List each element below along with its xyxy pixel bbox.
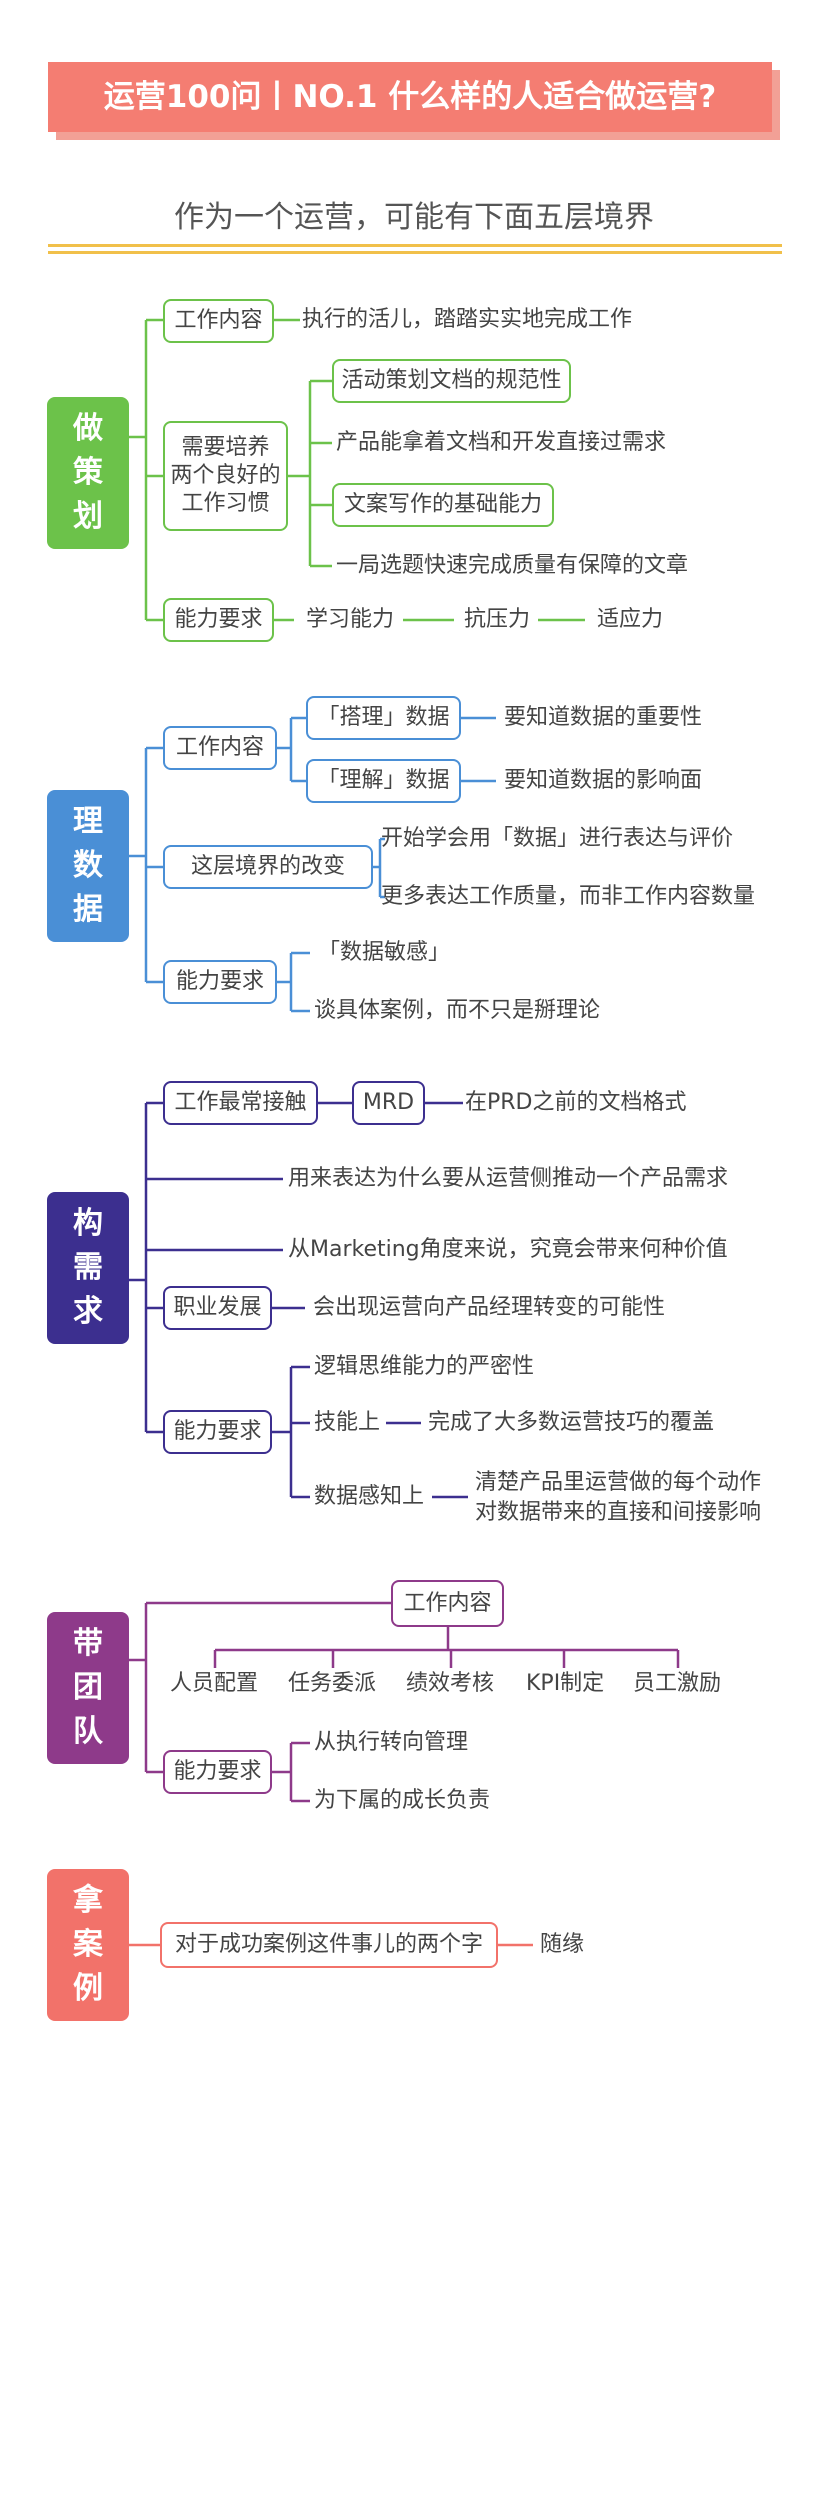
node-case-desc: 随缘 — [540, 1932, 585, 1957]
node-common-contact: 工作最常接触 — [163, 1081, 318, 1125]
badge-char: 构 — [73, 1206, 103, 1241]
badge-char: 策 — [73, 455, 103, 490]
node-habit-copy: 文案写作的基础能力 — [332, 483, 554, 527]
ability-item: 适应力 — [597, 607, 664, 632]
badge-char: 数 — [73, 848, 103, 883]
badge-char: 据 — [73, 892, 103, 927]
change-item: 更多表达工作质量，而非工作内容数量 — [381, 884, 756, 909]
node-career: 职业发展 — [163, 1286, 272, 1330]
ability-item: 抗压力 — [464, 607, 531, 632]
node-data-sense-desc-2: 对数据带来的直接和间接影响 — [475, 1500, 762, 1525]
node-data-attend-desc: 要知道数据的重要性 — [504, 705, 703, 730]
node-data-understand: 「理解」数据 — [306, 759, 461, 803]
habit-line: 工作习惯 — [181, 491, 270, 516]
node-case: 对于成功案例这件事儿的两个字 — [160, 1922, 498, 1968]
node-value: 从Marketing角度来说，究竟会带来何种价值 — [288, 1237, 728, 1262]
work-item: 员工激励 — [633, 1671, 722, 1696]
node-skill-desc: 完成了大多数运营技巧的覆盖 — [428, 1410, 715, 1435]
node-work-content: 工作内容 — [163, 726, 277, 770]
badge-char: 理 — [73, 804, 103, 839]
badge-char: 案 — [73, 1927, 103, 1962]
node-data-attend: 「搭理」数据 — [306, 696, 461, 740]
work-item: 绩效考核 — [406, 1671, 495, 1696]
node-habits: 需要培养 两个良好的 工作习惯 — [163, 421, 288, 531]
node-skill: 技能上 — [314, 1410, 381, 1435]
node-work-desc: 执行的活儿，踏踏实实地完成工作 — [302, 307, 633, 332]
node-ability: 能力要求 — [163, 1750, 272, 1794]
ability-item: 从执行转向管理 — [314, 1730, 469, 1755]
badge-char: 带 — [73, 1626, 103, 1661]
change-item: 开始学会用「数据」进行表达与评价 — [381, 826, 734, 851]
node-data-sense: 数据感知上 — [314, 1484, 425, 1509]
node-career-desc: 会出现运营向产品经理转变的可能性 — [313, 1295, 666, 1320]
node-work-content: 工作内容 — [163, 299, 274, 343]
node-work-content: 工作内容 — [391, 1580, 504, 1627]
ability-item: 谈具体案例，而不只是掰理论 — [314, 998, 601, 1023]
badge-char: 队 — [73, 1714, 103, 1749]
habit-line: 两个良好的 — [170, 463, 281, 488]
subtitle: 作为一个运营，可能有下面五层境界 — [174, 200, 654, 235]
badge-char: 拿 — [73, 1883, 103, 1918]
badge-char: 求 — [73, 1294, 103, 1329]
page-title: 运营100问丨NO.1 什么样的人适合做运营? — [48, 62, 772, 132]
section-badge-planning: 做 策 划 — [47, 397, 129, 549]
ability-item: 「数据敏感」 — [318, 940, 451, 965]
node-ability: 能力要求 — [163, 1410, 272, 1454]
node-mrd: MRD — [352, 1081, 425, 1125]
node-ability: 能力要求 — [163, 960, 277, 1004]
node-habit-doc: 活动策划文档的规范性 — [332, 359, 571, 403]
habit-line: 需要培养 — [181, 435, 270, 460]
node-habit-doc-desc: 产品能拿着文档和开发直接过需求 — [336, 430, 667, 455]
work-item: 人员配置 — [170, 1671, 259, 1696]
ability-item: 学习能力 — [306, 607, 395, 632]
node-logic: 逻辑思维能力的严密性 — [314, 1354, 535, 1379]
node-ability: 能力要求 — [163, 598, 274, 642]
node-reason: 用来表达为什么要从运营侧推动一个产品需求 — [288, 1166, 729, 1191]
work-item: KPI制定 — [526, 1671, 605, 1696]
badge-char: 需 — [73, 1250, 103, 1285]
node-change: 这层境界的改变 — [163, 845, 373, 889]
section-badge-data: 理 数 据 — [47, 790, 129, 942]
badge-char: 团 — [73, 1670, 103, 1705]
node-data-sense-desc-1: 清楚产品里运营做的每个动作 — [475, 1470, 762, 1495]
node-habit-copy-desc: 一局选题快速完成质量有保障的文章 — [336, 553, 689, 578]
node-data-understand-desc: 要知道数据的影响面 — [504, 768, 703, 793]
section-badge-team: 带 团 队 — [47, 1612, 129, 1764]
node-mrd-desc: 在PRD之前的文档格式 — [465, 1090, 687, 1115]
divider-bottom — [48, 251, 782, 254]
badge-char: 做 — [73, 411, 103, 446]
badge-char: 例 — [73, 1971, 103, 2006]
work-item: 任务委派 — [288, 1671, 377, 1696]
divider-top — [48, 244, 782, 247]
section-badge-requirements: 构 需 求 — [47, 1192, 129, 1344]
ability-item: 为下属的成长负责 — [314, 1788, 491, 1813]
badge-char: 划 — [73, 499, 103, 534]
section-badge-cases: 拿 案 例 — [47, 1869, 129, 2021]
header-banner: 运营100问丨NO.1 什么样的人适合做运营? — [48, 62, 781, 142]
